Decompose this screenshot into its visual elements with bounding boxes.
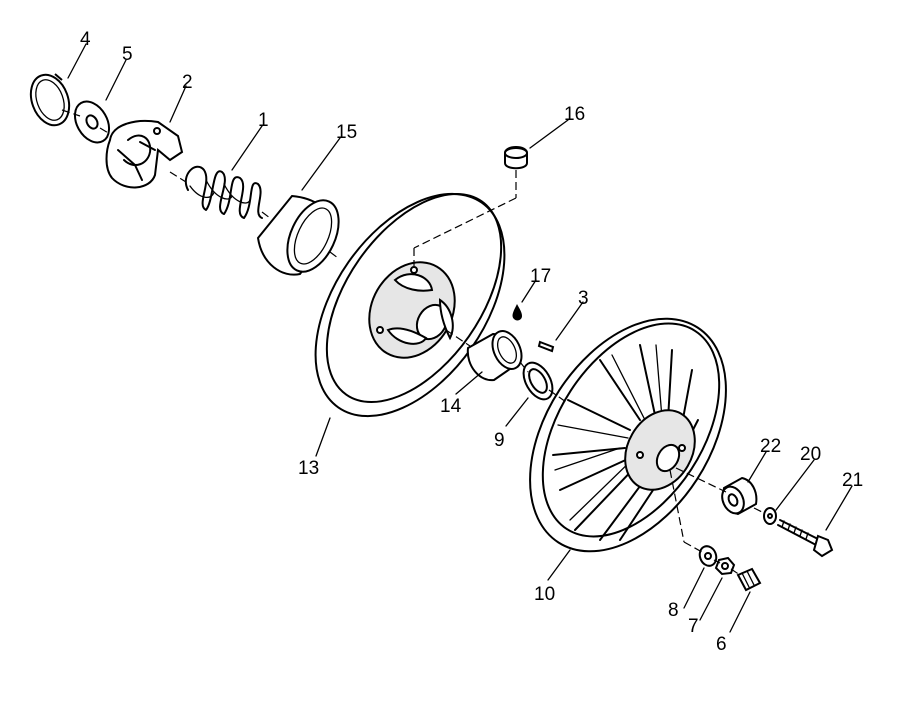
part-2-cam [105,120,184,189]
callout-10: 10 [534,584,555,605]
callout-5: 5 [122,44,133,65]
part-21-bolt [777,519,834,558]
callout-14: 14 [440,396,462,417]
callout-20: 20 [800,444,821,465]
part-22-spacer [721,476,758,516]
callout-22: 22 [760,436,781,457]
part-20-washer [763,507,777,525]
callout-3: 3 [578,288,589,309]
callout-labels: 4 5 2 1 15 16 17 3 13 14 9 22 20 21 10 8… [80,29,863,655]
part-15-sleeve [256,194,340,276]
callout-15: 15 [336,122,357,143]
callout-6: 6 [716,634,727,655]
part-9-washer [522,361,554,401]
part-1-spring [185,165,263,219]
callout-17: 17 [530,266,551,287]
part-16-button [504,146,528,170]
callout-16: 16 [564,104,585,125]
part-5-washer [73,100,111,144]
assembly-axis-lines [61,109,765,576]
part-8-washer [698,545,718,567]
callout-leaders [67,43,853,633]
part-14-bushing [466,330,523,382]
callout-2: 2 [182,72,193,93]
callout-1: 1 [258,110,269,131]
part-6-set-screw [736,567,762,592]
callout-8: 8 [668,600,679,621]
part-17-grease-drop [512,304,522,321]
callout-21: 21 [842,470,863,491]
part-10-movable-sheave [529,317,727,553]
callout-9: 9 [494,430,505,451]
callout-4: 4 [80,29,91,50]
callout-7: 7 [688,616,699,637]
callout-13: 13 [298,458,319,479]
part-7-nut [714,556,736,576]
part-13-fixed-sheave [314,192,506,418]
part-3-key [537,340,555,353]
part-4-retaining-ring [29,73,71,127]
